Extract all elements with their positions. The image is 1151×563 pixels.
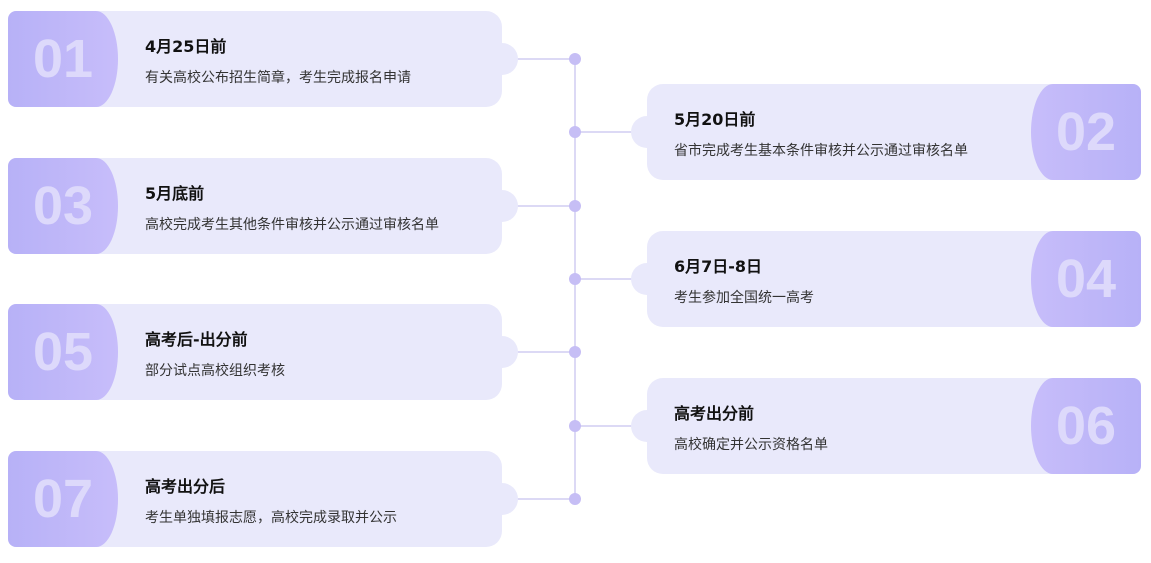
connector-line <box>575 277 640 280</box>
step-card-05: 05 高考后-出分前 部分试点高校组织考核 <box>8 304 518 401</box>
connector-bump <box>486 43 518 75</box>
connector-line <box>510 58 575 60</box>
timeline-dot <box>569 126 581 139</box>
step-card-01: 01 4月25日前 有关高校公布招生简章，考生完成报名申请 <box>8 11 518 107</box>
step-number: 07 <box>8 450 118 547</box>
step-description: 部分试点高校组织考核 <box>145 363 285 380</box>
timeline-dot <box>569 53 581 65</box>
step-description: 高校完成考生其他条件审核并公示通过审核名单 <box>145 216 439 233</box>
connector-bump <box>486 482 518 515</box>
step-number: 02 <box>1031 84 1141 181</box>
step-title: 高考出分后 <box>145 476 226 496</box>
step-title: 6月7日-8日 <box>674 256 763 276</box>
connector-bump <box>486 336 518 369</box>
connector-bump <box>631 262 663 295</box>
step-number: 04 <box>1031 230 1141 327</box>
timeline-dot <box>569 492 581 505</box>
step-card-02: 02 5月20日前 省市完成考生基本条件审核并公示通过审核名单 <box>631 84 1141 181</box>
step-title: 5月底前 <box>145 183 205 203</box>
connector-bump <box>631 116 663 149</box>
connector-line <box>575 131 640 134</box>
step-description: 考生单独填报志愿，高校完成录取并公示 <box>145 509 397 526</box>
step-card-07: 07 高考出分后 考生单独填报志愿，高校完成录取并公示 <box>8 450 518 547</box>
connector-line <box>510 497 575 500</box>
step-card-06: 06 高考出分前 高校确定并公示资格名单 <box>631 377 1141 474</box>
step-card-03: 03 5月底前 高校完成考生其他条件审核并公示通过审核名单 <box>8 157 518 254</box>
step-number: 06 <box>1031 377 1141 474</box>
step-title: 4月25日前 <box>145 37 227 56</box>
step-description: 省市完成考生基本条件审核并公示通过审核名单 <box>674 143 968 160</box>
step-title: 高考出分前 <box>674 403 755 423</box>
timeline-dot <box>569 199 581 212</box>
connector-line <box>510 351 575 354</box>
step-title: 5月20日前 <box>674 110 756 130</box>
step-description: 高校确定并公示资格名单 <box>674 436 828 453</box>
connector-line <box>510 204 575 207</box>
step-number: 03 <box>8 157 118 254</box>
step-description: 考生参加全国统一高考 <box>674 289 814 306</box>
timeline-dot <box>569 272 581 285</box>
step-card-04: 04 6月7日-8日 考生参加全国统一高考 <box>631 230 1141 327</box>
connector-bump <box>631 409 663 442</box>
connector-bump <box>486 189 518 222</box>
timeline-dot <box>569 346 581 359</box>
step-title: 高考后-出分前 <box>145 330 248 350</box>
step-number: 05 <box>8 304 118 401</box>
connector-line <box>575 424 640 427</box>
step-number: 01 <box>8 11 118 107</box>
timeline-dot <box>569 419 581 432</box>
step-description: 有关高校公布招生简章，考生完成报名申请 <box>145 70 411 86</box>
